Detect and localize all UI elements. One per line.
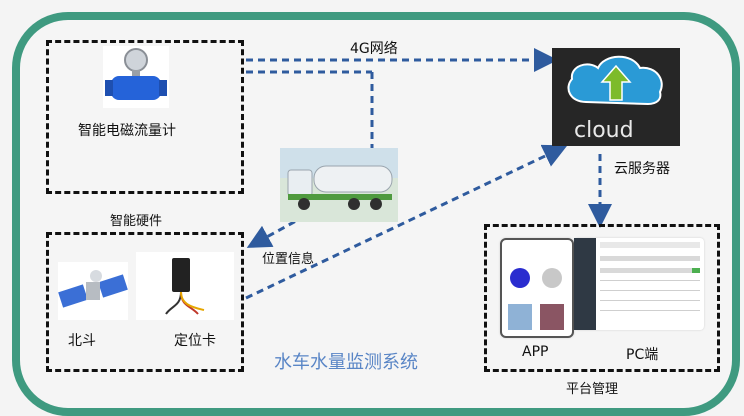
arrow-hardware-to-cloud bbox=[245, 144, 568, 300]
system-title: 水车水量监测系统 bbox=[274, 352, 418, 373]
locator-label: 定位卡 bbox=[174, 333, 216, 349]
cloud-logo-text: cloud bbox=[574, 118, 634, 143]
hardware-group-label: 智能硬件 bbox=[110, 214, 163, 229]
app-screenshot bbox=[500, 238, 574, 338]
beidou-label: 北斗 bbox=[68, 333, 96, 349]
network-label: 4G网络 bbox=[350, 41, 398, 57]
pc-label: PC端 bbox=[626, 347, 659, 363]
cloud-block: cloud bbox=[552, 48, 680, 146]
flowmeter-box bbox=[46, 40, 244, 194]
platform-group-label: 平台管理 bbox=[566, 382, 619, 397]
pc-screenshot bbox=[574, 238, 704, 330]
position-label: 位置信息 bbox=[262, 252, 315, 267]
hardware-box bbox=[46, 232, 244, 372]
locator-device-icon bbox=[136, 252, 234, 320]
flowmeter-label: 智能电磁流量计 bbox=[78, 123, 176, 139]
satellite-icon bbox=[58, 262, 128, 320]
cloud-service-label: 云服务器 bbox=[614, 161, 670, 177]
platform-box bbox=[484, 224, 720, 372]
app-label: APP bbox=[522, 344, 549, 360]
cloud-icon bbox=[567, 55, 663, 106]
flowmeter-icon bbox=[103, 46, 169, 108]
water-truck-image bbox=[280, 148, 398, 222]
